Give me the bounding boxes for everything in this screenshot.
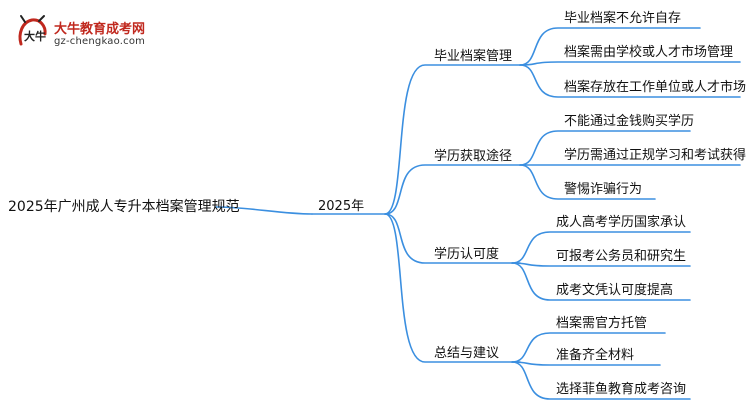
edge-branch-0-to-leaf-2 (519, 64, 741, 98)
branch-summary-advice: 总结与建议 (434, 346, 500, 361)
leaf-no-buying-degree: 不能通过金钱购买学历 (564, 114, 695, 129)
edge-branch-0-to-leaf-1 (519, 61, 741, 66)
root-topic: 2025年广州成人专升本档案管理规范 (8, 199, 240, 215)
leaf-archive-school-or-talent-market: 档案需由学校或人才市场管理 (564, 45, 734, 60)
edge-branch-1-to-leaf-2 (519, 164, 656, 200)
branch-degree-acquisition: 学历获取途径 (434, 149, 513, 164)
leaf-archive-employer-or-talent-market: 档案存放在工作单位或人才市场 (564, 80, 747, 95)
edge-branch-3-to-leaf-2 (511, 361, 691, 400)
leaf-prepare-materials: 准备齐全材料 (556, 348, 635, 363)
edge-branch-3-to-leaf-0 (511, 332, 666, 363)
leaf-civil-service-postgrad: 可报考公务员和研究生 (556, 249, 687, 264)
leaf-archive-no-self-keep: 毕业档案不允许自存 (564, 11, 682, 26)
edge-branch-1-to-leaf-0 (519, 130, 691, 166)
logo-url: gz-chengkao.com (54, 36, 146, 47)
edge-branch-3-to-leaf-1 (511, 361, 661, 366)
leaf-beware-fraud: 警惕诈骗行为 (564, 182, 643, 197)
edge-center-to-branch-0 (384, 64, 521, 215)
edge-branch-2-to-leaf-2 (511, 262, 691, 301)
edge-branch-2-to-leaf-1 (511, 262, 691, 267)
edge-center-to-branch-1 (384, 164, 521, 215)
edge-root-to-center (215, 206, 313, 215)
edge-branch-2-to-leaf-0 (511, 231, 691, 264)
logo-title: 大牛教育成考网 (54, 22, 146, 37)
logo-mark-text: 大牛 (24, 29, 46, 43)
branch-graduation-archives: 毕业档案管理 (434, 49, 513, 64)
center-topic: 2025年 (318, 199, 365, 214)
leaf-choose-consulting: 选择菲鱼教育成考咨询 (556, 382, 687, 397)
edge-branch-0-to-leaf-0 (519, 27, 701, 66)
edge-center-to-branch-2 (384, 213, 521, 264)
leaf-degree-via-study-exam: 学历需通过正规学习和考试获得 (564, 148, 747, 163)
site-logo: 大牛 大牛教育成考网 gz-chengkao.com (16, 14, 166, 54)
leaf-state-recognized: 成人高考学历国家承认 (556, 215, 687, 230)
leaf-recognition-improved: 成考文凭认可度提高 (556, 283, 674, 298)
edge-center-to-branch-3 (384, 213, 521, 363)
bull-logo-icon: 大牛 (18, 15, 47, 46)
branch-degree-recognition: 学历认可度 (434, 247, 500, 262)
leaf-official-custody: 档案需官方托管 (556, 316, 648, 331)
